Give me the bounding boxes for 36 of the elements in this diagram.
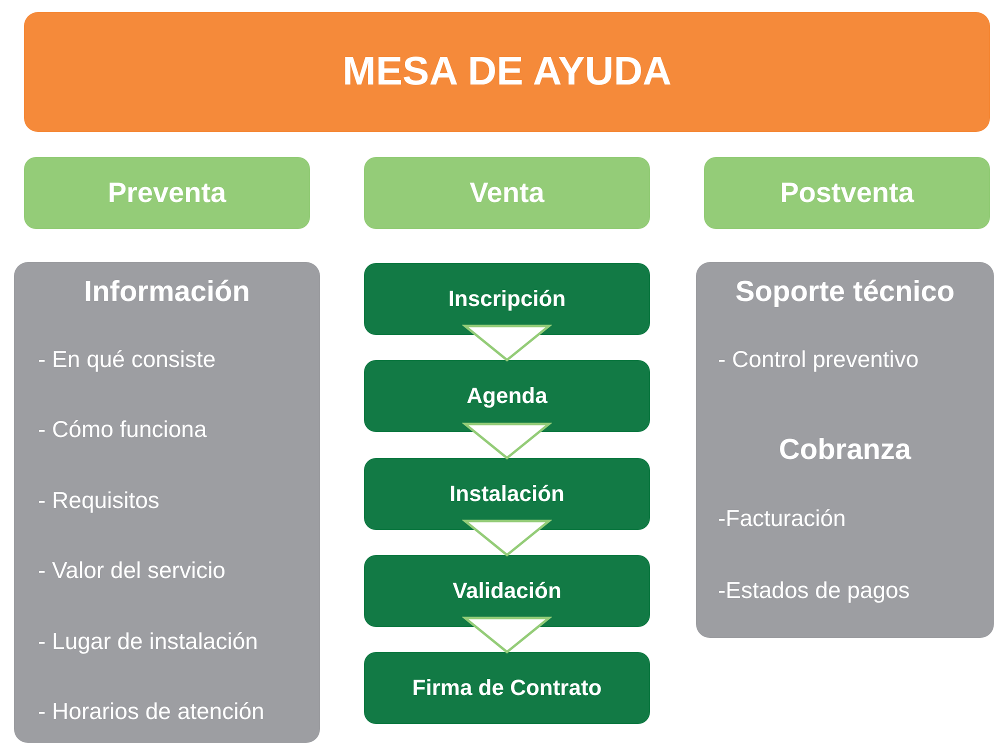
list-item: -Estados de pagos [718, 577, 910, 604]
process-box [364, 458, 650, 530]
process-box [364, 263, 650, 335]
arrow [464, 616, 550, 654]
panel-heading: Información [83, 276, 251, 309]
list-item: - Lugar de instalación [38, 628, 258, 655]
list-item: - Horarios de atención [38, 698, 264, 725]
label-text: Agenda [466, 383, 548, 409]
label-text: Inscripción [447, 286, 567, 312]
title-banner [24, 12, 990, 132]
list-item: - Requisitos [38, 487, 160, 514]
label-text: Venta [468, 177, 546, 209]
arrow [464, 520, 550, 556]
category-tab [24, 157, 310, 229]
list-item: - En qué consiste [38, 346, 216, 373]
list-item: - Valor del servicio [38, 557, 226, 584]
list-item: -Facturación [718, 505, 846, 532]
category-tab [364, 157, 650, 229]
label-text: Firma de Contrato [411, 675, 603, 701]
category-tab [704, 157, 990, 229]
info-panel [14, 262, 320, 743]
panel-heading: Cobranza [778, 434, 912, 467]
label-text: Validación [452, 578, 562, 604]
list-item: - Cómo funciona [38, 416, 207, 443]
panel-heading: Soporte técnico [734, 276, 956, 309]
label-text: Instalación [448, 481, 566, 507]
info-panel [696, 262, 994, 638]
arrow [464, 422, 550, 460]
arrow [464, 324, 550, 362]
process-box [364, 555, 650, 627]
list-item: - Control preventivo [718, 346, 919, 373]
process-box [364, 360, 650, 432]
label-text: Preventa [106, 177, 228, 209]
process-box [364, 652, 650, 724]
title-text: MESA DE AYUDA [342, 50, 672, 94]
label-text: Postventa [779, 177, 916, 209]
